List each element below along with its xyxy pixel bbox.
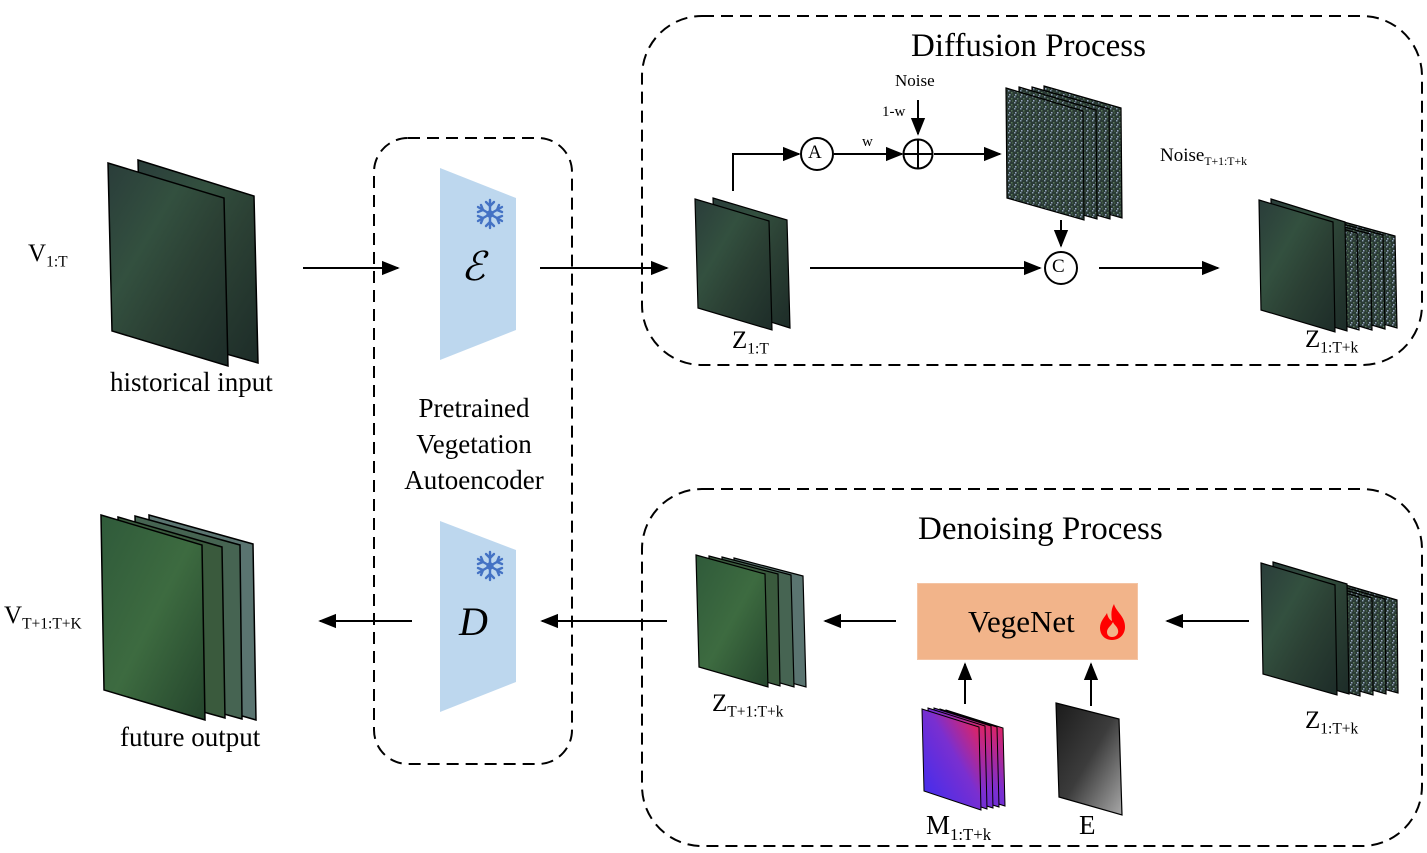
symbol: Z	[712, 690, 728, 717]
diffusion-process-title: Diffusion Process	[911, 28, 1146, 64]
elevation-map	[1055, 702, 1123, 816]
w-label: w	[862, 134, 873, 150]
add-node	[902, 138, 934, 170]
future-output-image-stack	[100, 513, 257, 722]
diffusion-process-container	[641, 15, 1423, 366]
autoencoder-label: Pretrained Vegetation Autoencoder	[380, 390, 568, 498]
image-frame	[694, 198, 773, 331]
symbol: M	[926, 810, 951, 840]
elevation-label: E	[1079, 810, 1096, 840]
latent-z-1-Tk-label-diffusion: Z1:T+k	[1305, 326, 1359, 357]
autoencoder-label-line: Autoencoder	[404, 465, 544, 495]
meteorological-label: M1:T+k	[926, 810, 992, 844]
symbol: Z	[1305, 326, 1321, 353]
attention-node	[800, 137, 834, 171]
one-minus-w-label: 1-w	[882, 104, 906, 120]
symbol: Z	[732, 327, 748, 354]
historical-input-caption: historical input	[110, 367, 273, 397]
image-frame	[107, 161, 229, 368]
fire-icon	[1100, 604, 1125, 640]
subscript: 1:T+k	[1320, 339, 1359, 357]
future-output-symbol: VT+1:T+K	[4, 602, 82, 633]
latent-z-T1-Tk-stack	[695, 554, 807, 688]
denoising-process-container	[641, 488, 1423, 847]
concat-node-label: C	[1052, 256, 1065, 277]
vegenet-label: VegeNet	[968, 604, 1075, 639]
autoencoder-label-line: Pretrained	[418, 393, 530, 423]
image-frame	[1258, 199, 1336, 333]
autoencoder-container	[373, 137, 573, 765]
future-output-caption: future output	[120, 722, 261, 752]
latent-z-1-Tk-label-denoising: Z1:T+k	[1305, 707, 1359, 738]
latent-z-1-Tk-stack-denoising	[1260, 561, 1399, 697]
symbol: Z	[1305, 707, 1321, 734]
arrow-latent-to-attention	[732, 146, 801, 191]
subscript: T+1:T+k	[727, 703, 784, 721]
image-frame	[921, 708, 982, 811]
symbol: Noise	[1160, 145, 1205, 166]
subscript: 1:T	[747, 340, 769, 358]
attention-node-label: A	[808, 142, 822, 163]
latent-z-1-T-label: Z1:T	[732, 327, 769, 358]
subscript: 1:T+k	[950, 824, 992, 844]
noise-stack-label: NoiseT+1:T+k	[1160, 145, 1247, 167]
noise-image-stack	[1005, 85, 1123, 221]
image-frame	[100, 513, 206, 722]
denoising-process-title: Denoising Process	[918, 511, 1163, 547]
image-frame	[1005, 87, 1085, 221]
vegenet-block	[917, 583, 1138, 660]
subscript: T+1:T+k	[1204, 155, 1248, 169]
snowflake-icon	[476, 198, 504, 230]
subscript: T+1:T+K	[22, 615, 82, 633]
decoder-symbol: D	[459, 599, 488, 644]
concat-node	[1044, 251, 1078, 285]
latent-z-1-Tk-stack-diffusion	[1258, 198, 1398, 333]
encoder-symbol: ℰ	[461, 244, 486, 289]
symbol: V	[4, 602, 23, 629]
symbol: V	[28, 240, 47, 267]
subscript: 1:T+k	[1320, 720, 1359, 738]
latent-z-1-T-stack	[694, 197, 791, 331]
autoencoder-label-line: Vegetation	[416, 429, 532, 459]
historical-input-symbol: V1:T	[28, 240, 68, 271]
noise-label: Noise	[895, 71, 935, 90]
image-frame	[1260, 562, 1338, 696]
latent-z-T1-Tk-label: ZT+1:T+k	[712, 690, 784, 721]
meteorological-data-stack	[921, 707, 1006, 811]
snowflake-icon	[476, 550, 504, 582]
subscript: 1:T	[46, 253, 68, 271]
historical-input-image-stack	[107, 158, 259, 368]
encoder-block	[440, 168, 516, 360]
image-frame	[695, 554, 769, 688]
